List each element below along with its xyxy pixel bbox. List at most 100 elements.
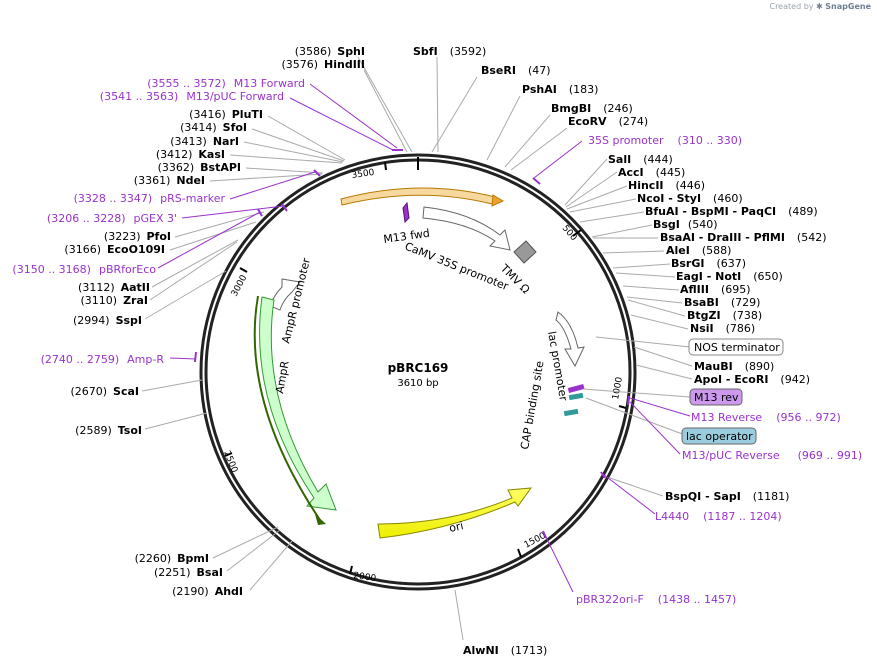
enzyme-pshai[interactable]: PshAI(183) <box>522 83 598 96</box>
credit-brand: SnapGene <box>825 2 871 11</box>
feature-ampr-outline-dark <box>253 295 321 521</box>
enzyme-sfoi[interactable]: (3414)SfoI <box>180 121 247 134</box>
enzyme-bsrgi[interactable]: BsrGI(637) <box>671 257 746 270</box>
leader-aatii <box>151 239 239 288</box>
feature-arrowhead-orange[interactable] <box>491 194 505 207</box>
enzyme-apoi-ecori[interactable]: ApoI - EcoRI(942) <box>694 373 810 386</box>
primer-m13-reverse[interactable]: M13 Reverse(956 .. 972) <box>691 411 841 424</box>
enzyme-scai[interactable]: (2670)ScaI <box>70 385 139 398</box>
enzyme-sphi[interactable]: (3586)SphI <box>295 45 365 58</box>
leader-sspi <box>144 270 227 320</box>
m13-rev-box[interactable] <box>689 388 743 406</box>
feature-ampr[interactable] <box>259 296 337 511</box>
enzyme-maubi[interactable]: MauBI(890) <box>694 360 774 373</box>
enzyme-bfuai-group[interactable]: BfuAI - BspMI - PaqCI(489) <box>645 205 818 218</box>
mark-l4440 <box>600 471 606 479</box>
feature-tmv-omega[interactable] <box>513 240 537 264</box>
label-m13-fwd: M13 fwd <box>383 227 431 246</box>
credit-prefix: Created by <box>769 2 814 11</box>
mark-pbr322ori <box>542 530 547 539</box>
enzyme-ndei[interactable]: (3361)NdeI <box>134 174 205 187</box>
enzyme-bspqi-sapi[interactable]: BspQI - SapI(1181) <box>665 490 789 503</box>
mark-prs <box>313 169 321 177</box>
leader-bseri <box>431 76 478 153</box>
enzyme-ncoi-styi[interactable]: NcoI - StyI(460) <box>637 192 743 205</box>
enzyme-kasi[interactable]: (3412)KasI <box>156 148 225 161</box>
leader-ahdi <box>249 540 293 591</box>
enzyme-nsii[interactable]: NsiI(786) <box>690 322 755 335</box>
leader-afliii <box>622 285 680 291</box>
enzyme-bsabi[interactable]: BsaBI(729) <box>684 296 760 309</box>
enzyme-ecorv[interactable]: EcoRV(274) <box>568 115 648 128</box>
enzyme-alei[interactable]: AleI(588) <box>666 244 731 257</box>
enzyme-bsai[interactable]: (2251)BsaI <box>154 566 223 579</box>
primer-m13-forward[interactable]: (3555 .. 3572)M13 Forward <box>147 77 305 90</box>
enzyme-pfoi[interactable]: (3223)PfoI <box>104 230 171 243</box>
enzyme-sbfi[interactable]: SbfI(3592) <box>413 45 486 58</box>
primer-l4440[interactable]: L4440(1187 .. 1204) <box>655 510 782 523</box>
primer-amp-r[interactable]: (2740 .. 2759)Amp-R <box>41 353 165 366</box>
leader-pluti <box>267 115 346 161</box>
feature-arrow-orange[interactable] <box>340 187 496 206</box>
enzyme-bsaai-group[interactable]: BsaAI - DraIII - PflMI(542) <box>660 231 827 244</box>
enzyme-zrai[interactable]: (3110)ZraI <box>81 294 149 307</box>
feature-ori[interactable] <box>377 487 533 539</box>
primer-prs-marker[interactable]: (3328 .. 3347)pRS-marker <box>74 192 226 205</box>
leader-lacop <box>585 397 686 436</box>
enzyme-bpmi[interactable]: (2260)BpmI <box>135 552 209 565</box>
feature-cap-site-mark[interactable] <box>563 408 579 417</box>
leader-bspqi <box>609 477 664 497</box>
leader-lines <box>141 56 693 641</box>
primer-pbrforeco[interactable]: (3150 .. 3168)pBRforEco <box>12 263 156 276</box>
enzyme-bmgbi[interactable]: BmgBI(246) <box>551 102 633 115</box>
enzyme-tsoi[interactable]: (2589)TsoI <box>75 424 142 437</box>
feature-lac-operator-mark[interactable] <box>568 392 584 401</box>
leader-alei <box>602 250 665 254</box>
enzyme-hindiii[interactable]: (3576)HindIII <box>281 58 365 71</box>
tick-label-3500: 3500 <box>351 168 375 181</box>
leader-sphi <box>357 56 413 153</box>
feature-ampr-promoter[interactable] <box>269 278 301 311</box>
enzyme-aatii[interactable]: (3112)AatII <box>78 281 150 294</box>
leader-m13reverse <box>629 397 691 417</box>
enzyme-sali[interactable]: SalI(444) <box>608 153 673 166</box>
feature-ampr-outline-dark-head <box>315 514 326 525</box>
enzyme-sspi[interactable]: (2994)SspI <box>73 314 142 327</box>
enzyme-bsgi[interactable]: BsgI(540) <box>653 218 718 231</box>
primer-pgex-3[interactable]: (3206 .. 3228)pGEX 3' <box>47 212 177 225</box>
mark-m13-reverse <box>627 395 630 406</box>
enzyme-bseri[interactable]: BseRI(47) <box>481 64 551 77</box>
leader-ampr-primer <box>169 357 197 360</box>
feature-camv-35s-promoter[interactable] <box>422 206 511 251</box>
primer-pbr322ori-f[interactable]: pBR322ori-F(1438 .. 1457) <box>576 593 736 606</box>
leader-m13pucrev <box>629 401 681 455</box>
label-camv-35s-promoter: CaMV 35S promoter <box>403 240 511 294</box>
enzyme-nari[interactable]: (3413)NarI <box>170 135 239 148</box>
enzyme-btgzi[interactable]: BtgZI(738) <box>687 309 762 322</box>
primer-m13-puc-forward[interactable]: (3541 .. 3563)M13/pUC Forward <box>100 90 284 103</box>
enzyme-pluti[interactable]: (3416)PluTI <box>189 108 263 121</box>
lac-operator-box[interactable] <box>681 427 757 445</box>
leader-nos <box>595 336 691 348</box>
enzyme-alwni[interactable]: AlwNI(1713) <box>463 644 547 657</box>
enzyme-eagi-noti[interactable]: EagI - NotI(650) <box>676 270 783 283</box>
enzyme-acci[interactable]: AccI(445) <box>618 166 685 179</box>
enzyme-bstapi[interactable]: (3362)BstAPI <box>158 161 241 174</box>
enzyme-ahdi[interactable]: (2190)AhdI <box>172 585 243 598</box>
leader-pfoi <box>174 211 265 238</box>
enzyme-hincii[interactable]: HincII(446) <box>628 179 705 192</box>
feature-m13-rev-mark[interactable] <box>567 383 585 393</box>
leader-m13fwd <box>309 83 398 149</box>
enzyme-ecoo109i[interactable]: (3166)EcoO109I <box>64 243 165 256</box>
primer-35s-promoter[interactable]: 35S promoter(310 .. 330) <box>588 134 742 147</box>
plasmid-length: 3610 bp <box>397 378 438 389</box>
feature-m13-fwd[interactable] <box>402 201 410 224</box>
leader-ecorv <box>510 127 568 171</box>
primer-m13-puc-reverse[interactable]: M13/pUC Reverse(969 .. 991) <box>682 449 862 462</box>
leader-hindiii <box>363 69 408 153</box>
leader-prs <box>229 171 316 200</box>
leader-bsai <box>226 529 281 572</box>
feature-lac-promoter[interactable] <box>555 311 585 368</box>
nos-terminator-box[interactable] <box>688 338 784 356</box>
enzyme-afliii[interactable]: AflIII(695) <box>680 283 751 296</box>
